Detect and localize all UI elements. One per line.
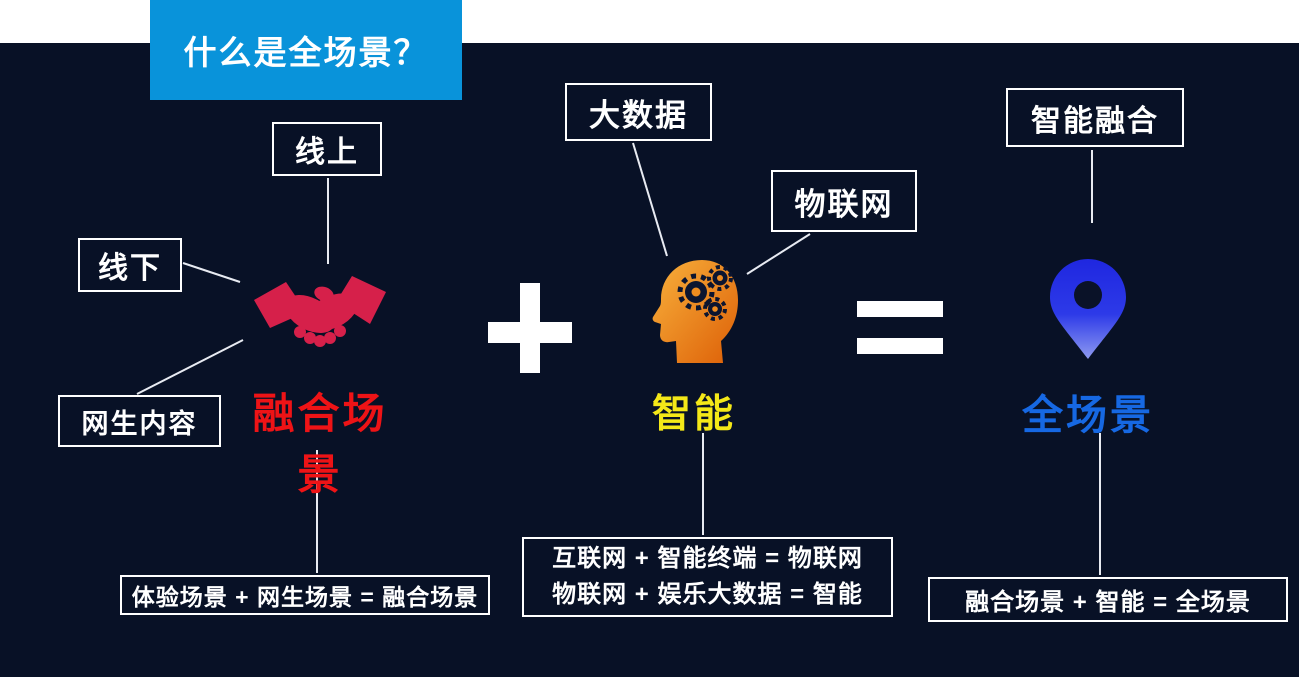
label-fusion-scene: 融合场景	[252, 390, 388, 498]
location-pin-icon	[1044, 256, 1132, 362]
tag-iot: 物联网	[771, 170, 917, 232]
tag-intelligent-fusion-label: 智能融合	[1031, 104, 1159, 138]
tag-big-data-label: 大数据	[589, 97, 688, 133]
formula-fusion-scene: 体验场景 + 网生场景 = 融合场景	[120, 575, 490, 615]
formula-intelligence-line1: 互联网 + 智能终端 = 物联网	[552, 545, 863, 572]
tag-offline-label: 线下	[98, 252, 162, 285]
label-intelligence: 智能	[651, 393, 736, 436]
line-iot-to-head	[746, 233, 811, 275]
tag-offline: 线下	[78, 238, 182, 292]
page-title: 什么是全场景？	[183, 34, 429, 71]
line-netborn-to-handshake	[136, 339, 244, 395]
plus-sign-horizontal	[488, 322, 572, 343]
formula-full-scene-text: 融合场景 + 智能 = 全场景	[965, 589, 1251, 616]
equals-sign-bottom	[857, 338, 943, 354]
equals-sign	[857, 301, 943, 317]
line-bigdata-to-head	[632, 142, 668, 257]
handshake-icon	[250, 270, 390, 362]
formula-fusion-scene-text: 体验场景 + 网生场景 = 融合场景	[131, 584, 479, 610]
label-full-scene: 全场景	[1022, 392, 1154, 438]
formula-intelligence-line2: 物联网 + 娱乐大数据 = 智能	[552, 581, 863, 608]
tag-net-born-content: 网生内容	[58, 395, 221, 447]
title-banner: 什么是全场景？	[150, 0, 462, 100]
tag-online: 线上	[272, 122, 382, 176]
tag-net-born-content-label: 网生内容	[81, 408, 198, 439]
tag-iot-label: 物联网	[794, 186, 894, 222]
line-offline-to-handshake	[182, 262, 241, 283]
formula-intelligence: 互联网 + 智能终端 = 物联网 物联网 + 娱乐大数据 = 智能	[522, 537, 893, 617]
head-gears-icon	[648, 258, 740, 364]
tag-big-data: 大数据	[565, 83, 712, 141]
formula-full-scene: 融合场景 + 智能 = 全场景	[928, 577, 1288, 622]
tag-intelligent-fusion: 智能融合	[1006, 88, 1184, 147]
tag-online-label: 线上	[295, 136, 359, 169]
